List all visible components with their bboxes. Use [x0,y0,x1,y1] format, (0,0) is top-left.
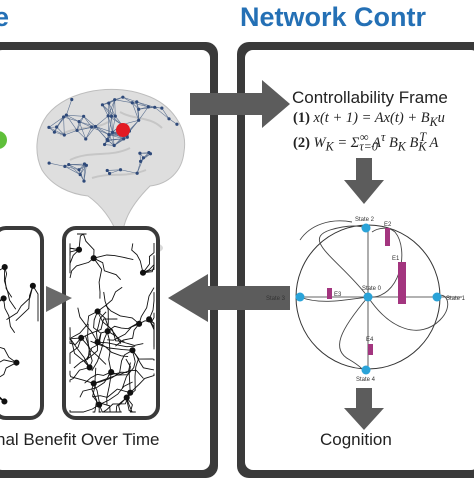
network-node [147,151,150,154]
network-node [94,125,97,128]
arrow-to-framework [190,80,290,128]
arrow-to-graph [344,158,384,204]
eq2-a: A [369,135,381,151]
network-node [107,102,110,105]
trajectory-outer [300,221,352,240]
eq2-end: A [426,135,438,151]
label-e1: E1 [392,256,400,262]
bar-e1 [398,262,406,304]
trajectory-4 [340,297,368,374]
eq2-bt: B [406,135,418,151]
network-node [75,129,78,132]
network-node [136,172,139,175]
network-node [101,103,104,106]
network-node [47,126,50,129]
network-node [147,105,150,108]
network-node [114,115,117,118]
eq1-body: x(t + 1) = Ax(t) + B [314,110,430,126]
eq2-w: W [314,135,326,151]
label-state-4: State 4 [356,377,376,383]
network-node [113,144,116,147]
network-node [84,137,87,140]
network-node [63,165,66,168]
bar-e4 [368,344,373,355]
green-node [0,131,7,149]
network-node [90,126,93,129]
network-node [62,115,65,118]
label-state-1: State 1 [446,296,466,302]
label-e2: E2 [384,222,392,228]
network-node [55,125,58,128]
label-state-3: State 3 [266,296,286,302]
network-node [79,173,82,176]
network-node [137,119,140,122]
network-node [137,108,140,111]
network-node [82,115,85,118]
network-node [53,131,56,134]
node-state-0 [364,293,373,302]
network-node [77,120,80,123]
eq2-sum: = Σ [334,135,360,151]
network-node [167,117,170,120]
network-node [153,106,156,109]
network-node [65,114,68,117]
network-node [67,163,70,166]
eq1-number: (1) [293,110,310,126]
network-node [106,138,109,141]
network-node [142,156,145,159]
network-node [83,162,86,165]
node-state-1 [433,293,442,302]
state-graph: State 2 State 3 State 0 State 1 State 4 … [266,217,466,383]
network-node [175,123,178,126]
label-state-0: State 0 [362,286,382,292]
network-node [107,114,110,117]
eq2-b: B [385,135,397,151]
bar-e2 [385,228,390,246]
node-state-2 [362,224,371,233]
network-node [103,143,106,146]
neuron-box-before [0,228,42,418]
network-node [138,152,141,155]
arrow-to-cognition [344,388,384,430]
network-node [107,133,110,136]
network-node [113,98,116,101]
target-node [116,123,130,137]
label-e4: E4 [366,337,374,343]
benefit-label: nal Benefit Over Time [0,430,159,450]
label-e3: E3 [334,292,342,298]
network-node [139,160,142,163]
node-state-3 [296,293,305,302]
network-node [108,172,111,175]
eq1-tail: u [438,110,445,126]
label-state-2: State 2 [355,217,375,223]
network-node [111,131,114,134]
network-node [121,96,124,99]
bar-e3 [327,288,332,299]
network-node [48,161,51,164]
cognition-label: Cognition [320,430,392,450]
framework-title: Controllability Frame [292,88,448,108]
network-node [110,115,113,118]
network-node [160,107,163,110]
network-node [77,168,80,171]
network-node [135,100,138,103]
eq2-number: (2) [293,135,310,151]
network-node [106,169,109,172]
network-node [119,168,122,171]
network-node [70,98,73,101]
network-node [131,101,134,104]
network-node [122,137,125,140]
network-node [63,133,66,136]
network-node [82,179,85,182]
neuron-box-after [64,228,158,418]
equation-1: (1) x(t + 1) = Ax(t) + BKu [293,110,445,130]
equation-2: (2) WK = Στ=0∞ Aτ BK BKT A [293,130,438,155]
node-state-4 [362,366,371,375]
trajectory-2 [319,226,368,297]
